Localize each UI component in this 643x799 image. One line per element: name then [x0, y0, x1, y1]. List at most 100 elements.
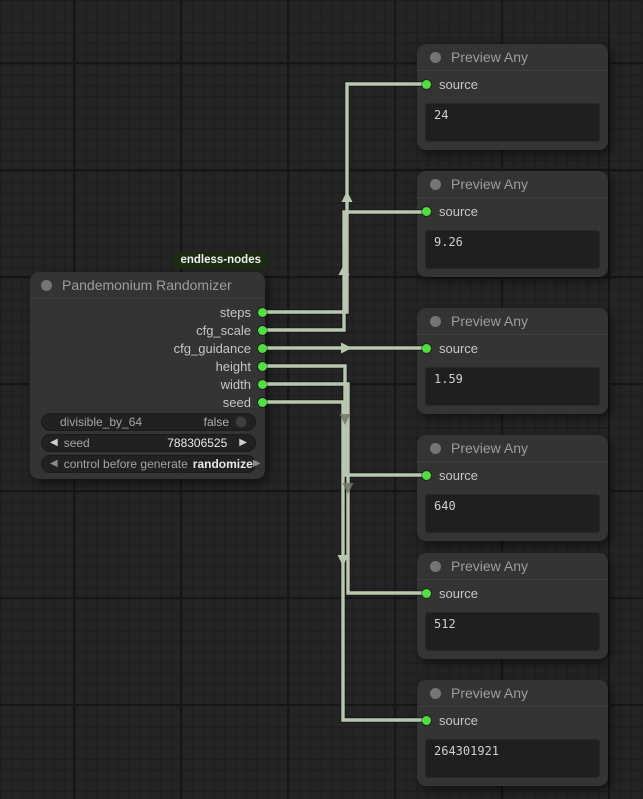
flow-arrow-down-icon	[339, 414, 351, 425]
preview-value: 512	[434, 617, 456, 631]
preview-value-box[interactable]: 1.59	[425, 367, 600, 406]
widget-label: divisible_by_64	[60, 415, 143, 429]
preview-value: 24	[434, 108, 449, 122]
node-title-bar[interactable]: Preview Any	[417, 308, 608, 335]
node-preview-any[interactable]: Preview Any source 512	[417, 553, 608, 659]
input-port[interactable]	[422, 715, 431, 725]
node-title-bar[interactable]: Preview Any	[417, 44, 608, 71]
node-title: Preview Any	[451, 49, 529, 65]
preview-value-box[interactable]: 9.26	[425, 230, 600, 269]
output-label: width	[220, 376, 251, 392]
collapse-dot-icon[interactable]	[430, 687, 441, 699]
prev-option-icon[interactable]: ◀	[50, 458, 58, 469]
link-width[interactable]	[261, 382, 424, 595]
widget-seed[interactable]: ◀ seed 788306525 ▶	[41, 434, 256, 452]
collapse-dot-icon[interactable]	[430, 442, 441, 454]
wire-under	[261, 363, 424, 478]
collapse-dot-icon[interactable]	[430, 560, 441, 572]
node-title: Preview Any	[451, 176, 529, 192]
input-slot-row: source	[417, 71, 608, 97]
link-seed[interactable]	[261, 400, 424, 722]
node-title-bar[interactable]: Preview Any	[417, 680, 608, 707]
output-port[interactable]	[257, 343, 267, 353]
output-port[interactable]	[257, 325, 267, 335]
next-option-icon[interactable]: ▶	[252, 458, 261, 469]
preview-value: 264301921	[434, 744, 500, 758]
node-title: Pandemonium Randomizer	[62, 277, 232, 293]
widget-control-before-generate[interactable]: ◀ control before generate randomize ▶	[41, 455, 261, 473]
output-slot: height	[30, 357, 267, 375]
slot-label: source	[439, 76, 479, 92]
preview-value-box[interactable]: 512	[425, 612, 600, 651]
input-port[interactable]	[422, 206, 431, 216]
node-title-bar[interactable]: Pandemonium Randomizer	[30, 272, 265, 299]
node-pack-badge: endless-nodes	[173, 252, 268, 269]
input-port[interactable]	[422, 343, 431, 353]
input-port[interactable]	[422, 470, 431, 480]
output-label: steps	[219, 304, 251, 320]
output-port[interactable]	[257, 397, 267, 407]
preview-value-box[interactable]: 640	[425, 494, 600, 533]
collapse-dot-icon[interactable]	[41, 279, 52, 291]
node-title-bar[interactable]: Preview Any	[417, 435, 608, 462]
input-slot-row: source	[417, 462, 608, 488]
slot-label: source	[439, 203, 479, 219]
input-slot-row: source	[417, 580, 608, 606]
flow-arrow-up-icon	[338, 264, 350, 275]
node-preview-any[interactable]: Preview Any source 264301921	[417, 680, 608, 786]
node-preview-any[interactable]: Preview Any source 1.59	[417, 308, 608, 414]
output-label: cfg_guidance	[173, 340, 251, 356]
combo-value: randomize	[192, 457, 253, 471]
node-pandemonium-randomizer[interactable]: endless-nodes Pandemonium Randomizer ste…	[30, 252, 268, 479]
input-slot-row: source	[417, 198, 608, 224]
collapse-dot-icon[interactable]	[430, 178, 441, 190]
wire-under	[261, 399, 424, 723]
link-steps[interactable]	[261, 82, 424, 314]
slot-label: source	[439, 712, 479, 728]
wire-under	[261, 81, 424, 315]
widget-divisible-by-64[interactable]: divisible_by_64 false	[41, 413, 256, 431]
output-port[interactable]	[257, 307, 267, 317]
input-slot-row: source	[417, 335, 608, 361]
output-port[interactable]	[257, 379, 267, 389]
preview-value-box[interactable]: 264301921	[425, 739, 600, 778]
link-cfg-scale[interactable]	[261, 210, 424, 332]
link-height[interactable]	[261, 364, 424, 477]
preview-value-box[interactable]: 24	[425, 103, 600, 142]
preview-value: 1.59	[434, 372, 463, 386]
wire-under	[261, 209, 424, 333]
node-title: Preview Any	[451, 558, 529, 574]
output-label: cfg_scale	[196, 322, 251, 338]
input-port[interactable]	[422, 588, 431, 598]
preview-value: 640	[434, 499, 456, 513]
output-slot: steps	[30, 303, 267, 321]
output-slot: width	[30, 375, 267, 393]
seed-value: 788306525	[167, 436, 228, 450]
collapse-dot-icon[interactable]	[430, 51, 441, 63]
increment-icon[interactable]: ▶	[239, 437, 247, 448]
input-port[interactable]	[422, 79, 431, 89]
slot-label: source	[439, 340, 479, 356]
output-port[interactable]	[257, 361, 267, 371]
node-preview-any[interactable]: Preview Any source 9.26	[417, 171, 608, 277]
input-slot-row: source	[417, 707, 608, 733]
output-slot: seed	[30, 393, 267, 411]
slot-label: source	[439, 467, 479, 483]
node-title-bar[interactable]: Preview Any	[417, 553, 608, 580]
output-label: height	[215, 358, 251, 374]
widget-list: divisible_by_64 false ◀ seed 788306525 ▶…	[41, 413, 261, 476]
toggle-knob-icon[interactable]	[235, 416, 247, 428]
node-preview-any[interactable]: Preview Any source 24	[417, 44, 608, 150]
widget-label: control before generate	[63, 457, 188, 471]
node-preview-any[interactable]: Preview Any source 640	[417, 435, 608, 541]
decrement-icon[interactable]: ◀	[50, 437, 58, 448]
toggle-value: false	[203, 415, 229, 429]
output-slot: cfg_guidance	[30, 339, 267, 357]
wire-under	[261, 381, 424, 596]
flow-arrow-right-icon	[341, 342, 352, 354]
node-title-bar[interactable]: Preview Any	[417, 171, 608, 198]
node-title: Preview Any	[451, 440, 529, 456]
collapse-dot-icon[interactable]	[430, 315, 441, 327]
